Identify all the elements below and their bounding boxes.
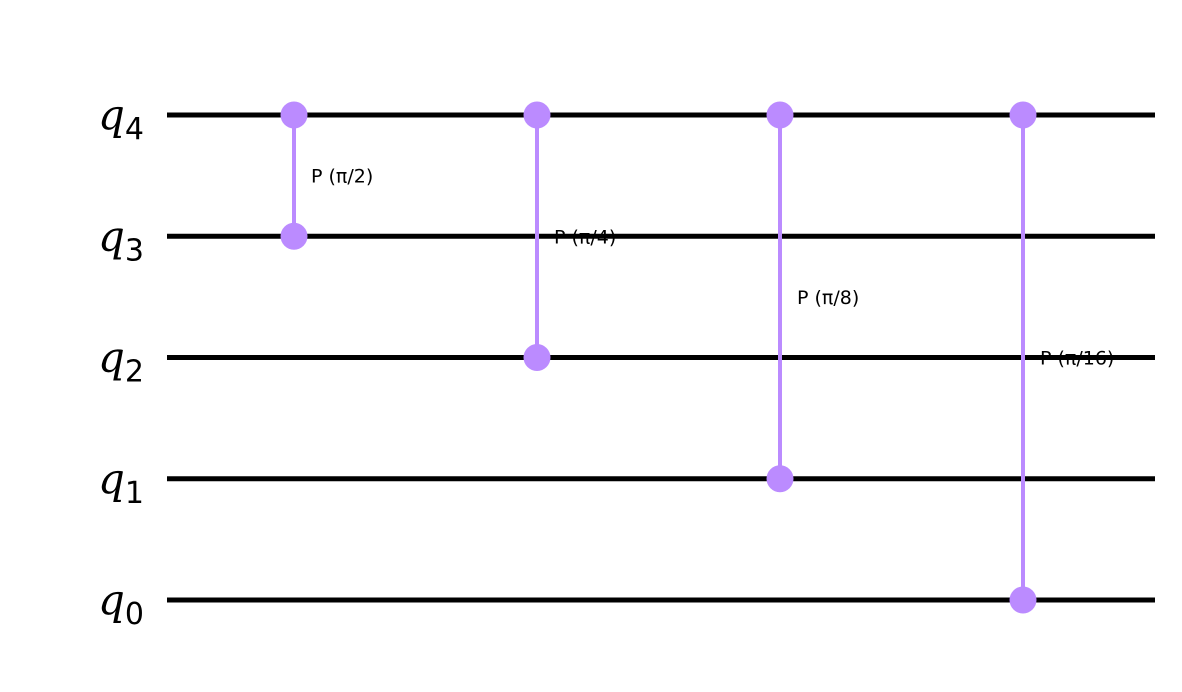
qubit-wire-2: q2 bbox=[98, 333, 1155, 390]
target-dot bbox=[523, 344, 551, 371]
qubit-name: q bbox=[98, 211, 125, 260]
gate-label: P (π/8) bbox=[797, 287, 859, 309]
target-dot bbox=[766, 465, 794, 493]
qubit-name: q bbox=[98, 454, 125, 503]
gate-label: P (π/4) bbox=[554, 226, 616, 248]
qubit-wire-1: q1 bbox=[98, 454, 1155, 511]
qubit-name: q bbox=[98, 90, 125, 139]
qubit-index: 1 bbox=[125, 476, 144, 511]
gate-label: P (π/16) bbox=[1040, 348, 1114, 370]
qubit-index: 3 bbox=[125, 233, 144, 268]
controlled-phase-gate: P (π/4) bbox=[523, 101, 616, 371]
control-dot bbox=[766, 101, 794, 129]
controlled-phase-gate: P (π/16) bbox=[1009, 101, 1114, 614]
gates: P (π/2) P (π/4) P (π/8) P (π/16) bbox=[280, 101, 1114, 614]
qubit-label: q4 bbox=[98, 90, 144, 147]
qubit-wire-4: q4 bbox=[98, 90, 1155, 147]
target-dot bbox=[280, 222, 308, 250]
control-dot bbox=[1009, 101, 1037, 129]
control-dot bbox=[280, 101, 308, 129]
control-dot bbox=[523, 101, 551, 129]
qubit-index: 0 bbox=[125, 597, 144, 632]
qubit-label: q3 bbox=[98, 211, 144, 268]
qubit-index: 4 bbox=[125, 112, 144, 147]
controlled-phase-gate: P (π/8) bbox=[766, 101, 859, 493]
qubit-name: q bbox=[98, 333, 125, 382]
qubit-label: q2 bbox=[98, 333, 144, 390]
qubit-label: q1 bbox=[98, 454, 144, 511]
target-dot bbox=[1009, 586, 1037, 614]
controlled-phase-gate: P (π/2) bbox=[280, 101, 373, 250]
qubit-name: q bbox=[98, 575, 125, 624]
qubit-label: q0 bbox=[98, 575, 144, 632]
qubit-wire-3: q3 bbox=[98, 211, 1155, 268]
qubit-index: 2 bbox=[125, 355, 144, 390]
qubit-wire-0: q0 bbox=[98, 575, 1155, 632]
gate-label: P (π/2) bbox=[311, 166, 373, 188]
